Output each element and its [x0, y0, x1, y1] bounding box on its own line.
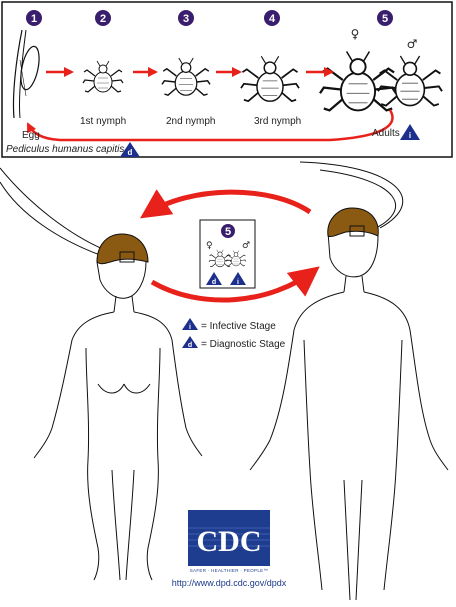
- label-adults: Adults: [372, 128, 400, 139]
- human-figure-right: [249, 211, 449, 601]
- zoom-arc-right-outer: [299, 161, 404, 229]
- zoom-box-right: [349, 225, 365, 237]
- legend-diagnostic: d = Diagnostic Stage: [182, 336, 286, 350]
- svg-text:♀: ♀: [206, 241, 213, 251]
- svg-text:CDC: CDC: [197, 525, 262, 558]
- stage-number-3: 3: [178, 10, 194, 26]
- label-1st-nymph: 1st nymph: [80, 116, 126, 127]
- zoom-arc-right-inner: [319, 169, 396, 231]
- svg-text:♂: ♂: [242, 241, 250, 251]
- transmission-arrow-bottom: [150, 266, 320, 303]
- svg-text:i: i: [189, 324, 191, 331]
- label-3rd-nymph: 3rd nymph: [254, 116, 301, 127]
- male-symbol: ♂: [407, 37, 418, 51]
- hair-right: [327, 207, 379, 237]
- center-stage-box: 5 ♀ ♂ d i: [199, 219, 256, 289]
- svg-text:d: d: [188, 342, 192, 349]
- svg-text:= Diagnostic Stage: = Diagnostic Stage: [201, 339, 286, 350]
- svg-text:4: 4: [269, 13, 276, 25]
- label-2nd-nymph: 2nd nymph: [166, 116, 215, 127]
- legend-infective: i = Infective Stage: [182, 318, 276, 332]
- stage-number-4: 4: [264, 10, 280, 26]
- stage-number-2: 2: [95, 10, 111, 26]
- source-url[interactable]: http://www.dpd.cdc.gov/dpdx: [172, 578, 287, 588]
- infective-badge-top: i: [400, 124, 420, 140]
- stage-number-1: 1: [26, 10, 42, 26]
- zoom-box-left: [119, 251, 135, 263]
- human-figure-left: [33, 237, 203, 581]
- egg-illustration: [12, 29, 40, 119]
- diagnostic-badge-top: d: [120, 142, 140, 157]
- svg-text:d: d: [128, 148, 133, 157]
- species-name: Pediculus humanus capitis: [6, 144, 124, 155]
- svg-text:SAFER · HEALTHIER · PEOPLE™: SAFER · HEALTHIER · PEOPLE™: [190, 568, 269, 573]
- cdc-logo: CDC SAFER · HEALTHIER · PEOPLE™: [188, 510, 270, 573]
- svg-text:3: 3: [183, 13, 189, 25]
- hair-left: [96, 233, 149, 265]
- arrow-adults-to-egg: [26, 109, 394, 142]
- female-symbol: ♀: [351, 27, 360, 41]
- svg-text:1: 1: [31, 13, 37, 25]
- svg-text:i: i: [237, 279, 239, 286]
- zoom-arc-left-inner: [0, 181, 101, 256]
- transmission-arrow-top: [140, 189, 312, 219]
- stage-number-5: 5: [377, 10, 393, 26]
- svg-text:5: 5: [225, 226, 231, 238]
- svg-text:2: 2: [100, 13, 106, 25]
- svg-text:= Infective Stage: = Infective Stage: [201, 321, 276, 332]
- svg-text:d: d: [212, 279, 216, 286]
- label-egg: Egg: [22, 130, 40, 141]
- svg-text:i: i: [409, 131, 411, 140]
- svg-text:5: 5: [382, 13, 388, 25]
- zoom-arc-left-outer: [0, 167, 106, 251]
